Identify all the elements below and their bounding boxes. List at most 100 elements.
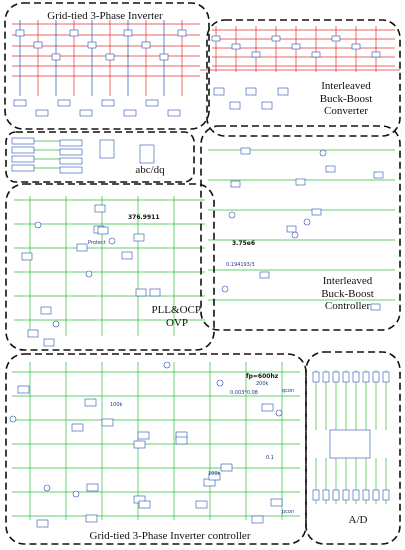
converter-switch (331, 35, 341, 42)
controller-block (101, 418, 114, 427)
control-block (325, 165, 336, 173)
gate-driver-block (101, 99, 115, 107)
pll-junction (34, 221, 42, 229)
converter-sensor (245, 87, 257, 96)
dq-input-block (59, 139, 83, 147)
gate-driver-block (123, 109, 137, 117)
controller-junction (163, 361, 171, 369)
switch-symbol (177, 29, 187, 37)
annotation-value-4: fp=600hz (246, 373, 279, 380)
pll-block (121, 251, 133, 260)
converter-sensor (229, 101, 241, 110)
pll-frame (5, 183, 215, 351)
ad-region-label: A/D (348, 514, 368, 526)
pll-block (43, 338, 55, 347)
ad-output-block (362, 489, 370, 501)
control-block (311, 208, 322, 216)
controller-block (195, 500, 208, 509)
converter-switch (371, 51, 381, 58)
buckboost-controller-frame (200, 125, 401, 331)
ad-output-block (352, 489, 360, 501)
control-block (373, 171, 384, 179)
ad-output-block (342, 489, 350, 501)
ad-output-block (372, 489, 380, 501)
annotation-value-6: 0.003*0.08 (230, 390, 258, 396)
region-frames (4, 2, 401, 545)
converter-switch (271, 35, 281, 42)
abc-input-block (11, 155, 35, 163)
summing-junction (303, 218, 311, 226)
ad-output-block (322, 489, 330, 501)
schematic-blocks (9, 29, 390, 528)
switch-symbol (159, 53, 169, 61)
annotation-value-7: 100k (110, 402, 123, 408)
controller-block (208, 472, 221, 481)
pll-block (40, 306, 52, 315)
ad-output-block (332, 489, 340, 501)
ad-input-block (352, 371, 360, 383)
pll-region-label: PLL&OCP, OVP (151, 304, 203, 329)
annotation-value-2: 3.75e6 (232, 240, 256, 247)
ad-input-block (342, 371, 350, 383)
converter-sensor (277, 87, 289, 96)
controller-junction (43, 484, 51, 492)
ad-input-block (382, 371, 390, 383)
controller-block (133, 440, 146, 449)
annotation-value-10: Protect (88, 240, 106, 246)
switch-symbol (33, 41, 43, 49)
ad-converter-chip (329, 429, 371, 459)
pll-block (94, 204, 106, 213)
controller-block (17, 385, 30, 394)
annotation-value-1: 376.9911 (128, 214, 160, 221)
ad-input-block (372, 371, 380, 383)
gate-driver-block (13, 99, 27, 107)
pll-block (135, 288, 147, 297)
converter-sensor (261, 101, 273, 110)
controller-block (71, 423, 84, 432)
converter-switch (351, 43, 361, 50)
pll-block (76, 243, 88, 252)
annotation-value-11: pcon (282, 509, 295, 515)
pll-junction (108, 237, 116, 245)
ad-input-block (312, 371, 320, 383)
controller-junction (72, 490, 80, 498)
pll-junction (52, 320, 60, 328)
controller-block (137, 431, 150, 440)
converter-sensor (213, 87, 225, 96)
dq-input-block (59, 157, 83, 165)
switch-symbol (69, 29, 79, 37)
converter-switch (231, 43, 241, 50)
control-block (240, 147, 251, 155)
controller-block (84, 398, 97, 407)
ad-output-block (312, 489, 320, 501)
gate-driver-block (145, 99, 159, 107)
ad-input-block (362, 371, 370, 383)
annotation-value-12: qcon (282, 388, 295, 394)
converter-switch (251, 51, 261, 58)
gate-driver-block (79, 109, 93, 117)
abcdq-transform-block-2 (139, 144, 155, 164)
annotation-value-5: 200k (256, 381, 269, 387)
summing-junction (221, 285, 229, 293)
dq-input-block (59, 148, 83, 156)
controller-junction (275, 409, 283, 417)
buckboost-converter-region-label: Interleaved Buck-Boost Converter (319, 80, 373, 118)
control-block (259, 271, 270, 279)
abc-input-block (11, 146, 35, 154)
controller-block (36, 519, 49, 528)
gate-driver-block (57, 99, 71, 107)
switch-symbol (141, 41, 151, 49)
summing-junction (319, 149, 327, 157)
annotation-value-9: 0.1 (266, 455, 274, 461)
abcdq-transform-block (99, 139, 115, 159)
switch-symbol (51, 53, 61, 61)
controller-junction (216, 379, 224, 387)
abcdq-region-label: abc/dq (135, 164, 165, 176)
summing-junction (291, 231, 299, 239)
gate-driver-block (167, 109, 181, 117)
controller-junction (9, 415, 17, 423)
pll-junction (85, 270, 93, 278)
control-block (286, 225, 297, 233)
annotation-value-3: 0.194193/3 (226, 262, 255, 268)
